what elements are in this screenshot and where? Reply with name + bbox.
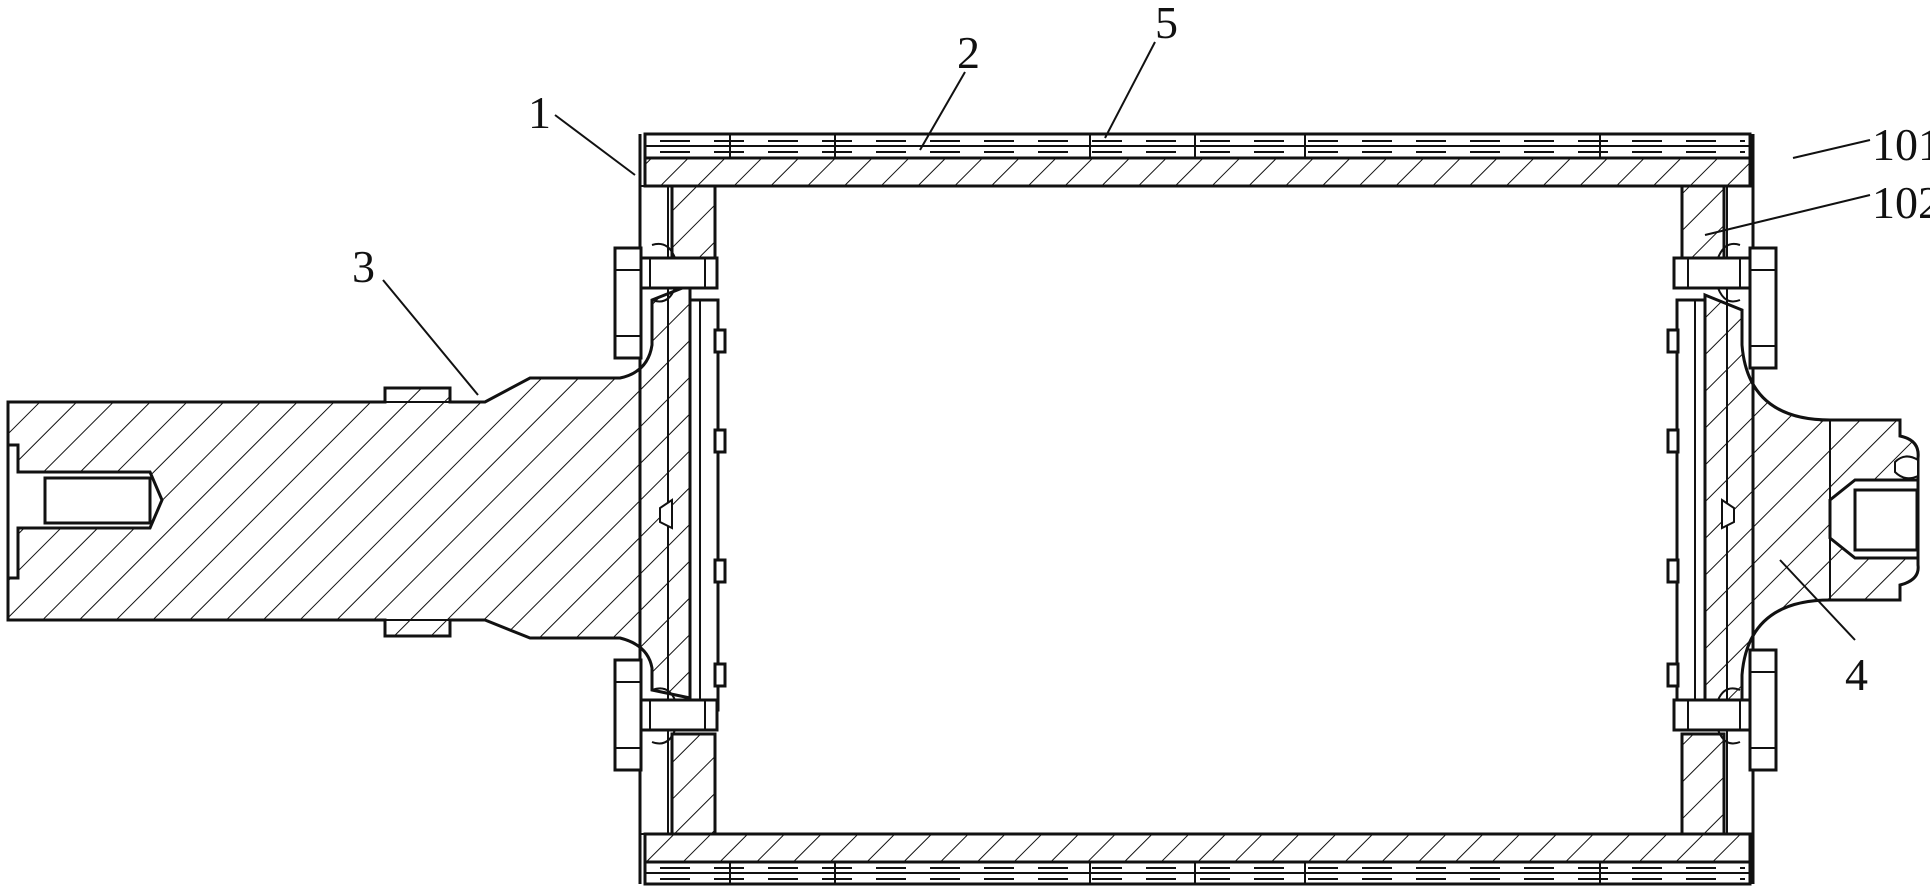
label-4: 4 bbox=[1845, 649, 1868, 700]
label-3: 3 bbox=[352, 241, 375, 292]
leader-lines bbox=[382, 41, 1871, 641]
label-2: 2 bbox=[957, 27, 980, 78]
top-coating-layer bbox=[643, 132, 1752, 160]
label-101: 101 bbox=[1872, 119, 1930, 170]
label-5: 5 bbox=[1155, 0, 1178, 48]
label-1: 1 bbox=[528, 87, 551, 138]
left-shaft bbox=[6, 282, 692, 700]
left-bolt-top bbox=[613, 242, 719, 360]
bottom-coating-layer bbox=[643, 860, 1752, 886]
roller-frame-outline bbox=[638, 134, 1755, 884]
label-102: 102 bbox=[1872, 177, 1930, 228]
top-tube-wall bbox=[643, 156, 1752, 188]
right-spoke-plate bbox=[1666, 298, 1707, 712]
right-bolt-bottom bbox=[1672, 648, 1778, 772]
left-spoke-plate bbox=[688, 298, 727, 712]
right-bolt-top bbox=[1672, 242, 1778, 370]
right-shaft bbox=[1703, 292, 1920, 717]
left-bolt-bottom bbox=[613, 658, 719, 772]
bottom-tube-wall bbox=[643, 832, 1752, 864]
